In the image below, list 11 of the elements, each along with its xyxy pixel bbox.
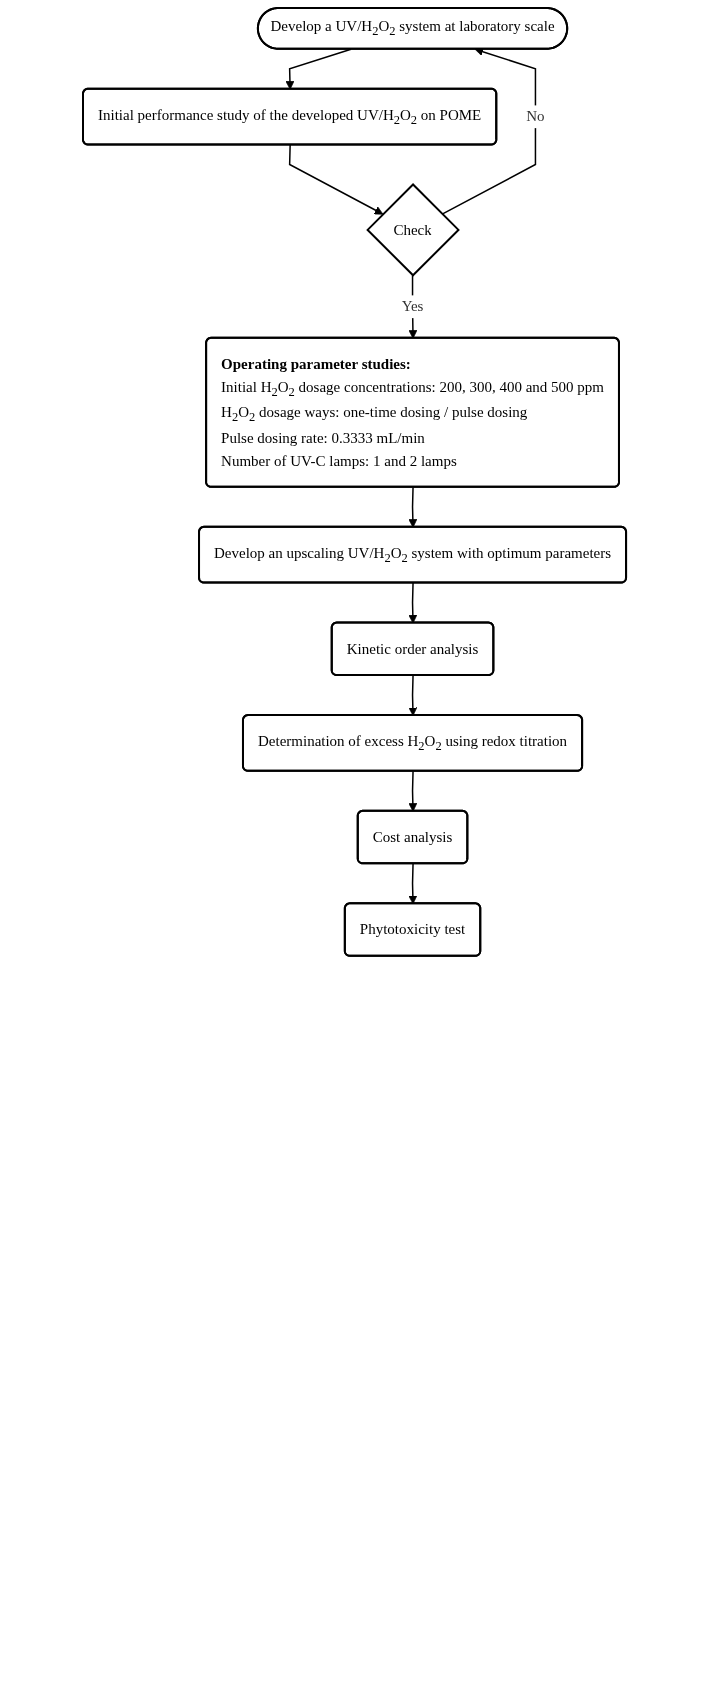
edge-label: Yes <box>401 298 424 315</box>
arrow <box>408 674 418 716</box>
arrow <box>408 863 418 905</box>
arrow <box>288 144 384 215</box>
arrow <box>285 48 352 90</box>
arrow <box>408 486 418 528</box>
arrow <box>408 770 418 812</box>
arrow <box>441 47 537 215</box>
arrow <box>408 582 418 624</box>
node-diamond: Check <box>366 183 460 277</box>
edge-label: No <box>526 108 545 125</box>
